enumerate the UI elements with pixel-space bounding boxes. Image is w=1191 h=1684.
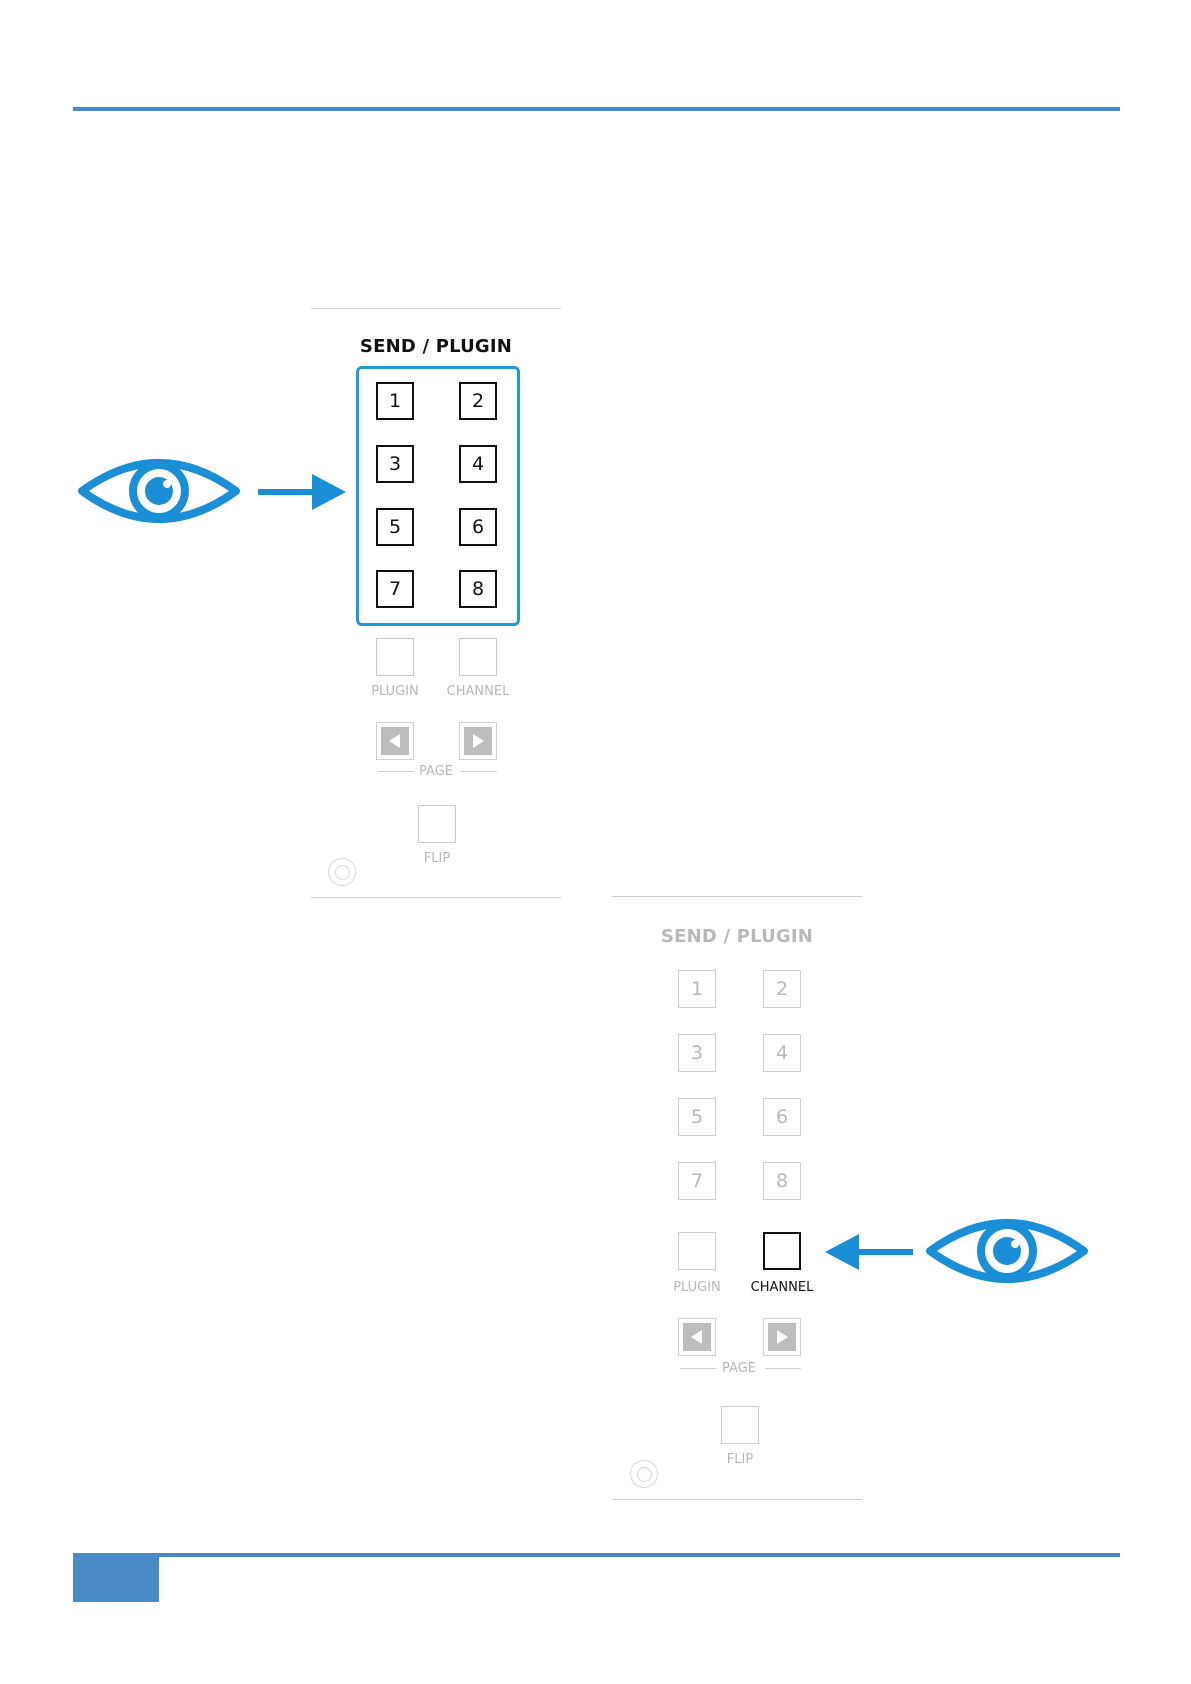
eye-icon bbox=[78, 453, 240, 529]
send-plugin-panel-bottom: SEND / PLUGIN 1 2 3 4 5 6 7 8 PLUGIN CHA… bbox=[612, 896, 862, 1500]
send-button-1[interactable]: 1 bbox=[376, 382, 414, 420]
panel-top-edge bbox=[311, 308, 561, 309]
triangle-right-icon bbox=[768, 1323, 796, 1351]
page-left-button[interactable] bbox=[376, 722, 414, 760]
flip-button[interactable] bbox=[721, 1406, 759, 1444]
panel-bottom-edge bbox=[612, 1499, 862, 1500]
send-button-8[interactable]: 8 bbox=[763, 1162, 801, 1200]
panel-bottom-edge bbox=[311, 897, 561, 898]
send-button-8[interactable]: 8 bbox=[459, 570, 497, 608]
channel-button[interactable] bbox=[459, 638, 497, 676]
footer-rule bbox=[73, 1553, 1120, 1557]
send-button-3[interactable]: 3 bbox=[376, 445, 414, 483]
send-button-4[interactable]: 4 bbox=[763, 1034, 801, 1072]
arrow-right-icon bbox=[258, 472, 346, 512]
knob-icon bbox=[328, 858, 356, 886]
flip-button[interactable] bbox=[418, 805, 456, 843]
arrow-left-icon bbox=[825, 1232, 913, 1272]
send-button-6[interactable]: 6 bbox=[459, 508, 497, 546]
send-button-1[interactable]: 1 bbox=[678, 970, 716, 1008]
plugin-button[interactable] bbox=[678, 1232, 716, 1270]
plugin-label: PLUGIN bbox=[350, 684, 440, 699]
send-button-3[interactable]: 3 bbox=[678, 1034, 716, 1072]
header-rule bbox=[73, 107, 1120, 111]
send-button-7[interactable]: 7 bbox=[678, 1162, 716, 1200]
send-button-5[interactable]: 5 bbox=[678, 1098, 716, 1136]
panel-title: SEND / PLUGIN bbox=[612, 926, 862, 947]
send-button-5[interactable]: 5 bbox=[376, 508, 414, 546]
page-right-button[interactable] bbox=[459, 722, 497, 760]
page-label: PAGE bbox=[391, 764, 481, 779]
send-button-7[interactable]: 7 bbox=[376, 570, 414, 608]
channel-label: CHANNEL bbox=[737, 1280, 827, 1295]
panel-title: SEND / PLUGIN bbox=[311, 336, 561, 357]
channel-button[interactable] bbox=[763, 1232, 801, 1270]
page-left-button[interactable] bbox=[678, 1318, 716, 1356]
knob-icon bbox=[630, 1460, 658, 1488]
send-plugin-panel-top: SEND / PLUGIN 1 2 3 4 5 6 7 8 PLUGIN CHA… bbox=[311, 308, 561, 898]
page-number-tab bbox=[73, 1555, 159, 1602]
send-button-2[interactable]: 2 bbox=[763, 970, 801, 1008]
flip-label: FLIP bbox=[392, 851, 482, 866]
send-button-4[interactable]: 4 bbox=[459, 445, 497, 483]
panel-top-edge bbox=[612, 896, 862, 897]
triangle-left-icon bbox=[683, 1323, 711, 1351]
send-button-6[interactable]: 6 bbox=[763, 1098, 801, 1136]
send-button-2[interactable]: 2 bbox=[459, 382, 497, 420]
page-label: PAGE bbox=[694, 1361, 784, 1376]
plugin-label: PLUGIN bbox=[652, 1280, 742, 1295]
page-right-button[interactable] bbox=[763, 1318, 801, 1356]
flip-label: FLIP bbox=[695, 1452, 785, 1467]
triangle-right-icon bbox=[464, 727, 492, 755]
plugin-button[interactable] bbox=[376, 638, 414, 676]
channel-label: CHANNEL bbox=[433, 684, 523, 699]
triangle-left-icon bbox=[381, 727, 409, 755]
eye-icon bbox=[926, 1213, 1088, 1289]
